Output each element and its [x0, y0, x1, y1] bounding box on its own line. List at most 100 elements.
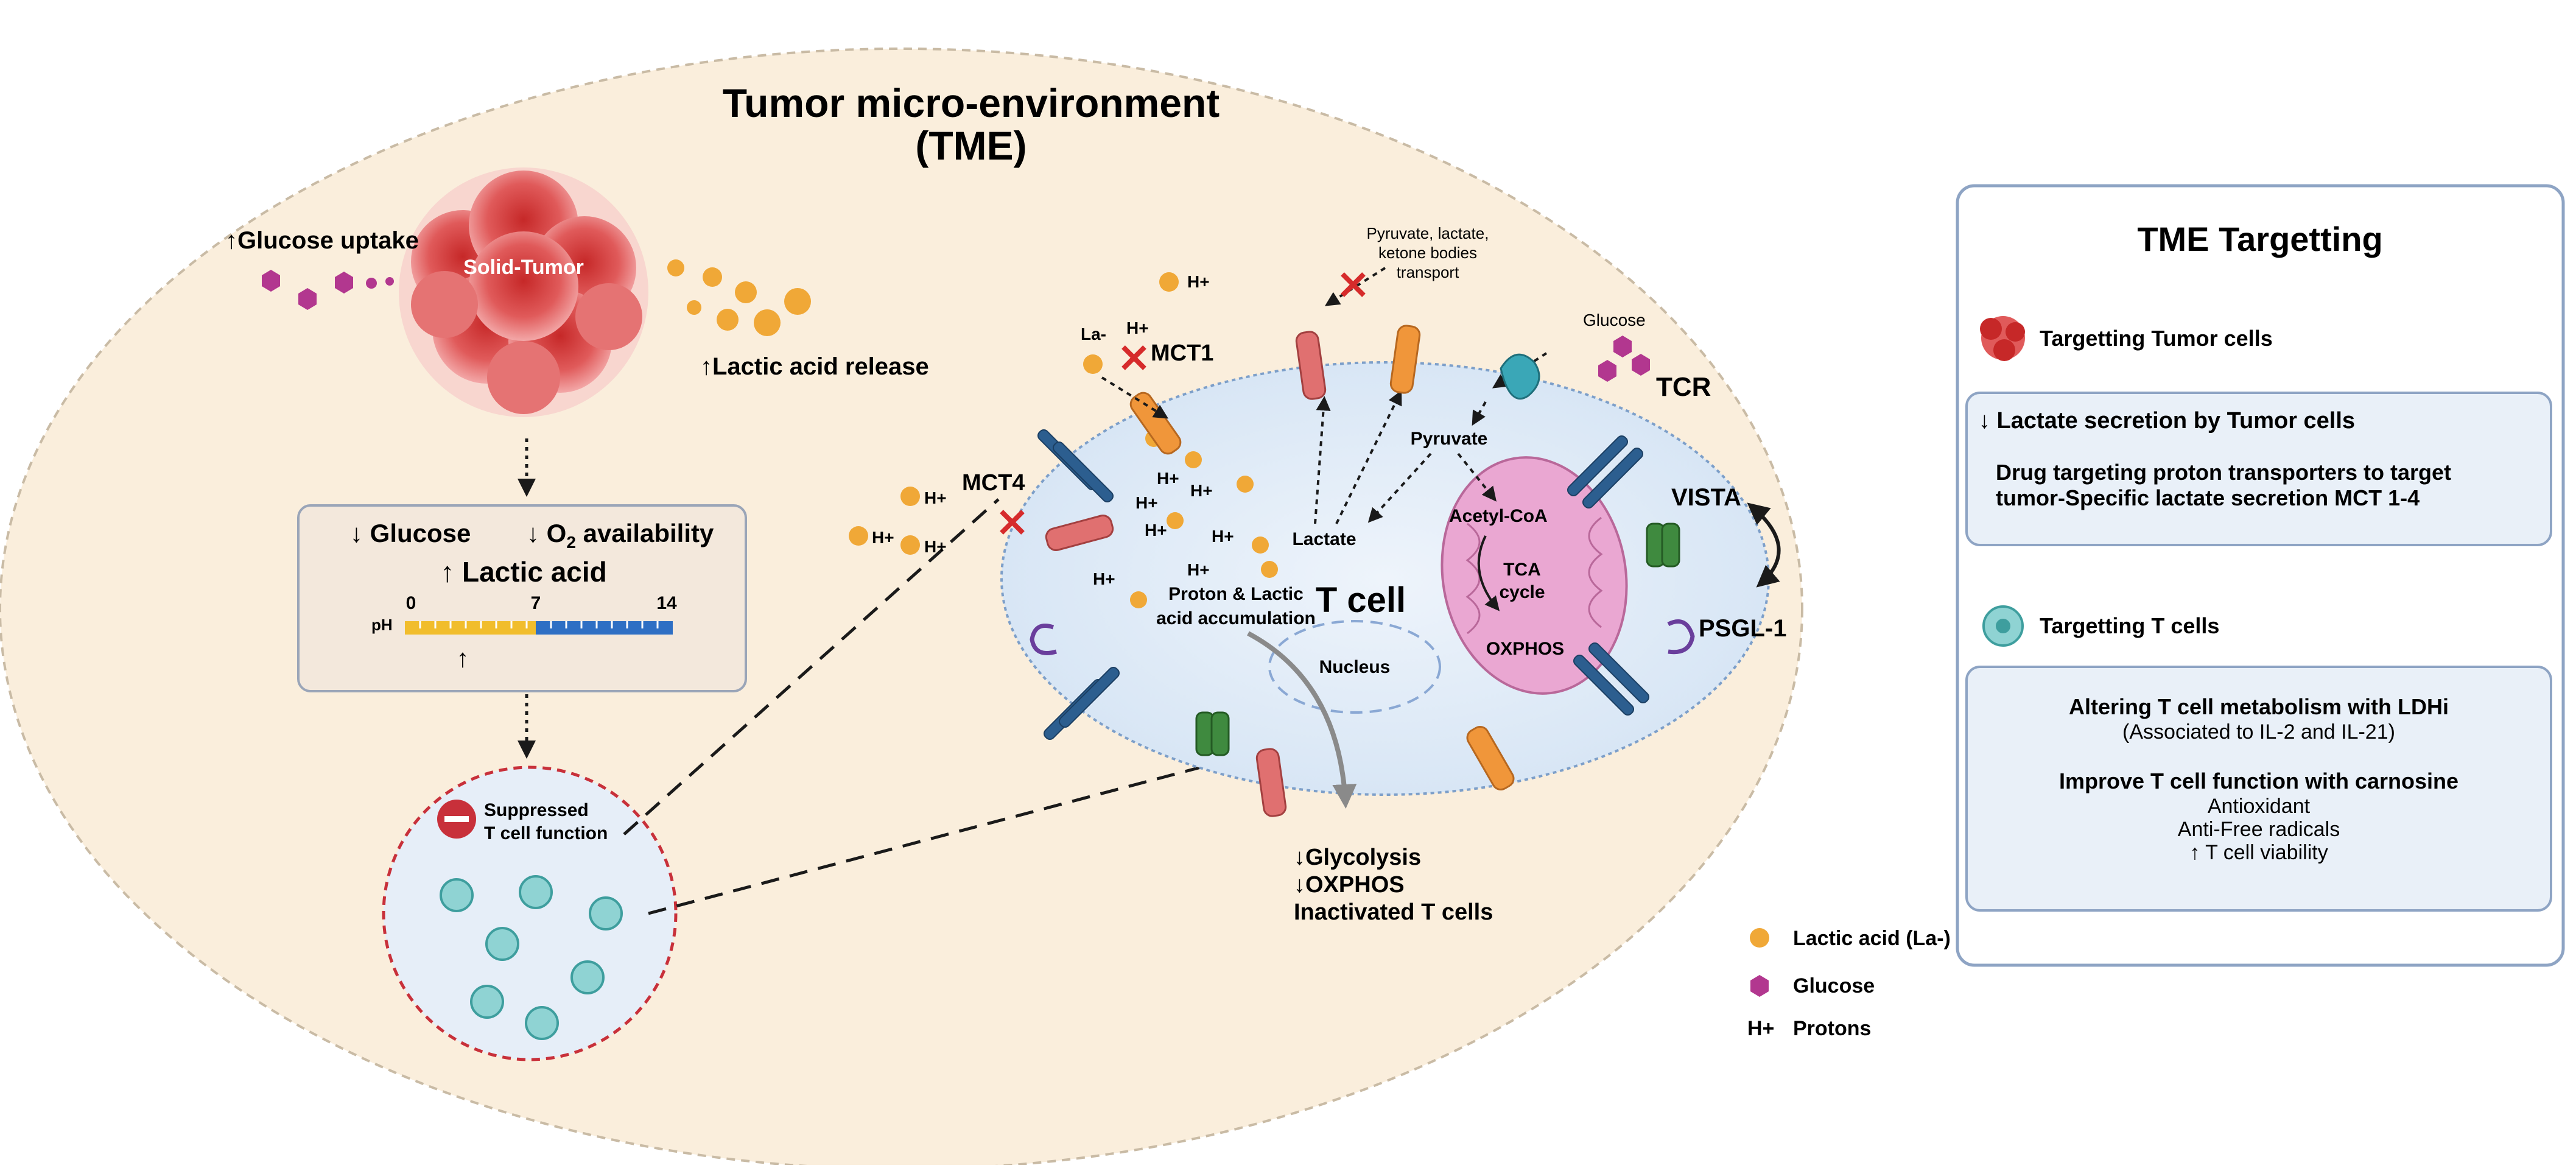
- ph-scale-label: pH: [371, 616, 393, 634]
- svg-text:H+: H+: [1190, 481, 1213, 500]
- panel-box1-line1: ↓ Lactate secretion by Tumor cells: [1979, 408, 2355, 434]
- tcell-cluster-icons: [440, 875, 623, 1040]
- lactic-acid-increase: ↑ Lactic acid: [440, 556, 607, 588]
- h-plus-mct1: H+: [1126, 318, 1149, 337]
- solid-tumor-icon: [399, 167, 648, 417]
- svg-text:H+: H+: [1093, 569, 1115, 588]
- tca-label-line2: cycle: [1499, 582, 1545, 602]
- legend-glucose-label: Glucose: [1793, 974, 1875, 997]
- lactate-dots-mct4: [849, 487, 920, 555]
- accumulation-label-line2: acid accumulation: [1156, 608, 1316, 628]
- arrow-to-inactivation: [1247, 631, 1357, 809]
- mct1-block-icon: [1121, 345, 1146, 370]
- solid-tumor-label: Solid-Tumor: [463, 256, 584, 279]
- accumulation-label-line1: Proton & Lactic: [1168, 584, 1304, 604]
- suppressed-label-line1: Suppressed: [484, 800, 589, 820]
- panel-box2-line2: (Associated to IL-2 and IL-21): [2122, 720, 2395, 744]
- tcell-body: [1000, 361, 1770, 796]
- oxphos-label: OXPHOS: [1486, 639, 1564, 659]
- legend-glucose-icon: [1750, 975, 1769, 997]
- nucleus-label: Nucleus: [1319, 657, 1391, 677]
- ph-pointer-arrow: ↑: [457, 644, 469, 672]
- h-plus-mct4-a: H+: [924, 488, 947, 507]
- legend-protons-label: Protons: [1793, 1017, 1871, 1040]
- panel-tcell-heading: Targetting T cells: [2040, 613, 2219, 638]
- panel-box1-line3: tumor-Specific lactate secretion MCT 1-4: [1996, 485, 2420, 510]
- arrow-mct1-in: [1101, 376, 1169, 419]
- lactate-dot-outside: [1159, 272, 1179, 292]
- tca-label-line1: TCA: [1503, 560, 1541, 580]
- suppressed-tcells-circle: [382, 765, 678, 1061]
- stop-icon: [437, 800, 476, 839]
- pyruvate-transport-line2: ketone bodies: [1378, 244, 1477, 262]
- mct4-label: MCT4: [962, 470, 1025, 496]
- outcome-line1: ↓Glycolysis: [1294, 845, 1421, 870]
- panel-tcell-icon: [1982, 605, 2024, 647]
- zoom-line-lower: [648, 759, 1224, 915]
- conditions-box: [297, 504, 747, 692]
- glucose-cell-label: Glucose: [1583, 311, 1646, 329]
- outcome-line3: Inactivated T cells: [1294, 899, 1493, 925]
- panel-box2-line5: Anti-Free radicals: [2178, 818, 2340, 841]
- receptor-icons: [1037, 429, 1650, 741]
- panel-tumor-heading: Targetting Tumor cells: [2040, 326, 2273, 351]
- panel-box2-line3: Improve T cell function with carnosine: [2059, 769, 2458, 793]
- arrow-to-pyruvate: [1472, 401, 1487, 426]
- o2-availability: ↓ O2 availability: [527, 519, 714, 552]
- glucose-transporter-icon: [1500, 353, 1540, 400]
- svg-text:H+: H+: [1212, 527, 1234, 546]
- tcr-label: TCR: [1656, 372, 1711, 402]
- vista-label: VISTA: [1671, 484, 1741, 511]
- panel-box1-line2: Drug targeting proton transporters to ta…: [1996, 460, 2451, 485]
- pyruvate-transport-line3: transport: [1397, 263, 1459, 281]
- glucose-hexagons-cell: [1598, 336, 1650, 382]
- tme-title-line1: Tumor micro-environment: [723, 80, 1220, 125]
- mct4-block-icon: [1000, 510, 1025, 535]
- ph-tick-14: 14: [656, 593, 677, 613]
- arrow-pyruvate-transport: [1324, 267, 1386, 306]
- panel-box2-line1: Altering T cell metabolism with LDHi: [2069, 694, 2449, 719]
- lactate-dots-release: [667, 259, 811, 336]
- h-plus-mct4-b: H+: [872, 528, 894, 547]
- svg-text:H+: H+: [1145, 521, 1167, 540]
- svg-text:H+: H+: [1187, 560, 1210, 579]
- panel-tumor-box: [1965, 392, 2552, 546]
- arrow-lactate-out-1: [1314, 396, 1331, 524]
- ph-scale-bar: [405, 621, 673, 635]
- suppressed-label-line2: T cell function: [484, 823, 608, 843]
- legend-lactic-acid-icon: [1750, 928, 1769, 948]
- pyruvate-label: Pyruvate: [1411, 429, 1488, 449]
- arrow-pyruvate-to-acetyl: [1457, 452, 1497, 502]
- tcell-label: T cell: [1316, 580, 1406, 620]
- panel-title: TME Targetting: [2137, 220, 2382, 258]
- mct-transporters: [1045, 325, 1515, 817]
- intracellular-protons: H+ H+ H+ H+ H+ H+ H+: [1093, 469, 1234, 588]
- la-minus-label: La-: [1081, 325, 1106, 343]
- legend-protons-symbol: H+: [1747, 1017, 1774, 1040]
- acetyl-coa-label: Acetyl-CoA: [1449, 506, 1548, 526]
- mct1-label: MCT1: [1151, 340, 1213, 366]
- h-plus-mct4-c: H+: [924, 537, 947, 556]
- vista-psgl1-arrow: [1747, 502, 1781, 588]
- h-plus-top: H+: [1187, 272, 1210, 291]
- lactate-label: Lactate: [1292, 529, 1356, 549]
- arrow-lactate-out-2: [1335, 390, 1402, 524]
- panel-box2-line4: Antioxidant: [2208, 795, 2311, 818]
- ph-tick-0: 0: [406, 593, 416, 613]
- tca-cycle-arrow: [1477, 535, 1500, 611]
- vista-icon: [1195, 522, 1680, 756]
- lactic-acid-release-label: ↑Lactic acid release: [700, 353, 929, 380]
- psgl1-icon: [1667, 619, 1695, 655]
- glucose-decrease: ↓ Glucose: [350, 519, 471, 547]
- pyruvate-transport-block-icon: [1341, 272, 1366, 297]
- zoom-line-upper: [623, 498, 1000, 836]
- svg-text:H+: H+: [1135, 493, 1158, 512]
- psgl1-icon-left: [1030, 624, 1057, 655]
- legend-lactic-acid-label: Lactic acid (La-): [1793, 927, 1951, 950]
- ph-tick-7: 7: [531, 593, 541, 613]
- glucose-uptake-label: ↑Glucose uptake: [225, 227, 419, 254]
- lactate-dot-mct1: [1083, 354, 1103, 374]
- psgl1-label: PSGL-1: [1699, 615, 1786, 642]
